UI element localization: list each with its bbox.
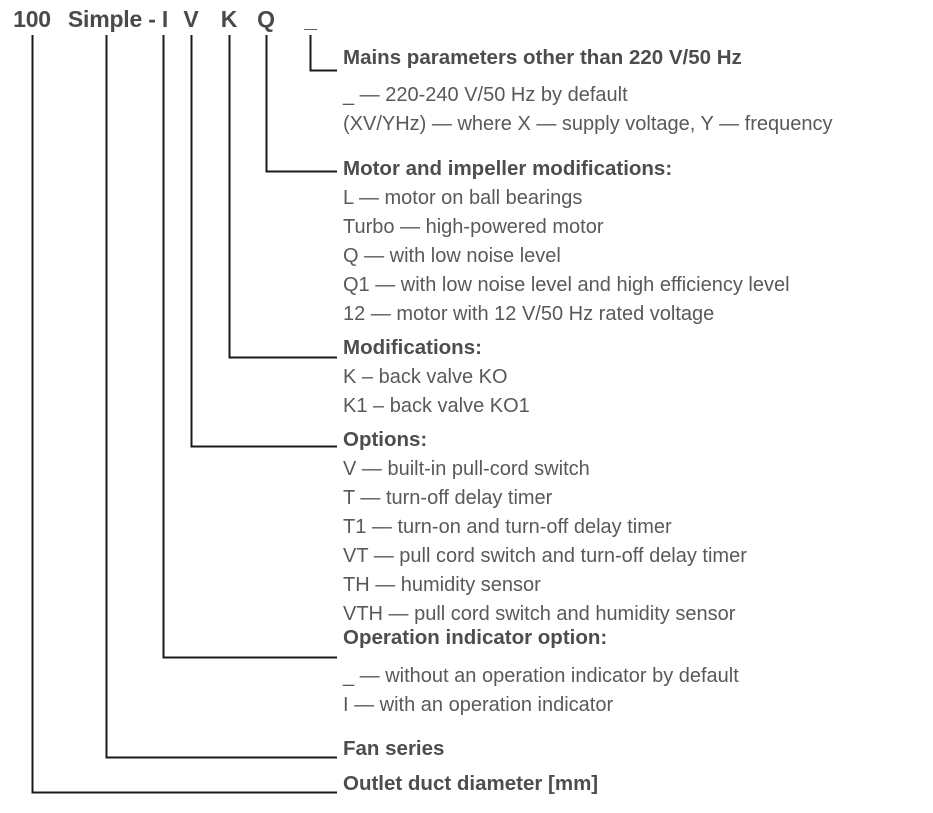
section-item: V — built-in pull-cord switch [343, 458, 590, 480]
leader-line-motor-impeller [265, 35, 337, 173]
code-token-fan-series: Simple - I [67, 6, 169, 32]
leader-line-outlet-duct-diameter [31, 35, 337, 794]
code-token-outlet-diameter: 100 [13, 6, 51, 32]
section-heading: Modifications: [343, 336, 482, 359]
section-item: Q — with low noise level [343, 245, 561, 267]
section-heading: Mains parameters other than 220 V/50 Hz [343, 46, 742, 69]
section-item: I — with an operation indicator [343, 694, 614, 716]
section-item: K1 – back valve KO1 [343, 395, 530, 417]
section-options: Options: V — built-in pull-cord switch T… [343, 426, 923, 629]
section-item: _ — without an operation indicator by de… [343, 665, 739, 687]
section-mains-parameters: Mains parameters other than 220 V/50 Hz … [343, 44, 923, 139]
section-item: Turbo — high-powered motor [343, 216, 604, 238]
leader-line-modifications [228, 35, 337, 359]
code-token-motor-impeller: Q [257, 6, 275, 32]
section-motor-impeller: Motor and impeller modifications: L — mo… [343, 155, 923, 329]
code-token-options: V [183, 6, 199, 32]
product-code-row: 100 Simple - I V K Q _ [0, 0, 933, 40]
section-item: _ — 220-240 V/50 Hz by default [343, 84, 628, 106]
section-heading: Options: [343, 428, 428, 451]
leader-line-options [190, 35, 337, 448]
section-item: 12 — motor with 12 V/50 Hz rated voltage [343, 303, 715, 325]
section-modifications: Modifications: K – back valve KO K1 – ba… [343, 334, 923, 421]
section-item: L — motor on ball bearings [343, 187, 583, 209]
code-token-modifications: K [220, 6, 238, 32]
section-item: VTH — pull cord switch and humidity sens… [343, 603, 736, 625]
leader-line-mains-parameters [309, 35, 337, 72]
section-item: TH — humidity sensor [343, 574, 541, 596]
section-item: T — turn-off delay timer [343, 487, 553, 509]
section-item: Q1 — with low noise level and high effic… [343, 274, 790, 296]
section-heading: Outlet duct diameter [mm] [343, 772, 599, 795]
section-item: K – back valve KO [343, 366, 508, 388]
section-operation-indicator: Operation indicator option: _ — without … [343, 624, 923, 720]
leader-line-fan-series [105, 35, 337, 759]
section-heading: Motor and impeller modifications: [343, 157, 673, 180]
section-item: (XV/YHz) — where X — supply voltage, Y —… [343, 113, 833, 135]
section-fan-series: Fan series [343, 735, 923, 763]
section-item: VT — pull cord switch and turn-off delay… [343, 545, 747, 567]
section-outlet-duct-diameter: Outlet duct diameter [mm] [343, 770, 923, 798]
leader-line-operation-indicator [162, 35, 337, 659]
section-item: T1 — turn-on and turn-off delay timer [343, 516, 672, 538]
section-heading: Operation indicator option: [343, 626, 608, 649]
section-heading: Fan series [343, 737, 445, 760]
code-token-mains-parameters: _ [304, 6, 317, 32]
